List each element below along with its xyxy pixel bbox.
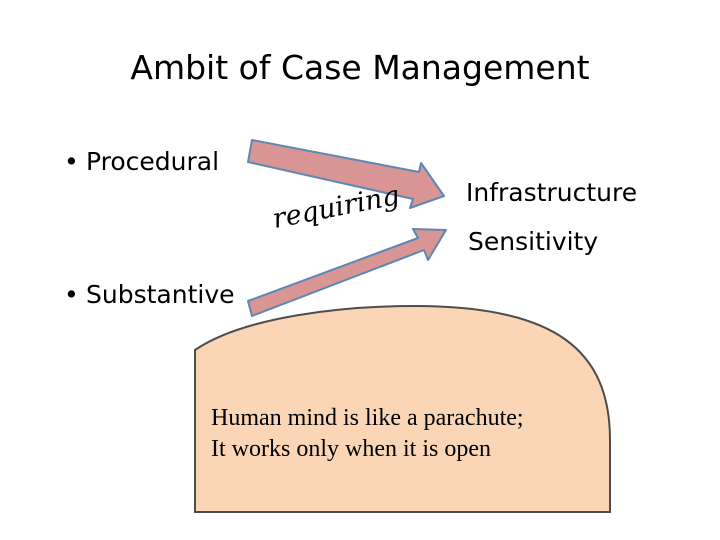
bullet-substantive-label: Substantive: [86, 280, 235, 309]
quote-line-2: It works only when it is open: [211, 436, 491, 462]
target-infrastructure: Infrastructure: [466, 178, 638, 207]
slide-title: Ambit of Case Management: [130, 48, 590, 87]
quote-callout-shape: [194, 304, 611, 513]
quote-text: Human mind is like a parachute; It works…: [211, 403, 524, 465]
target-sensitivity: Sensitivity: [468, 227, 599, 256]
bullet-marker: •: [64, 280, 79, 309]
bullet-substantive: •Substantive: [64, 279, 235, 311]
arrow-substantive-to-sensitivity: [247, 228, 447, 317]
bullet-marker: •: [64, 147, 79, 176]
bullet-procedural-label: Procedural: [86, 147, 220, 176]
arrow-procedural-to-infrastructure: [247, 139, 445, 209]
quote-line-1: Human mind is like a parachute;: [211, 405, 524, 431]
bullet-procedural: •Procedural: [64, 146, 219, 178]
